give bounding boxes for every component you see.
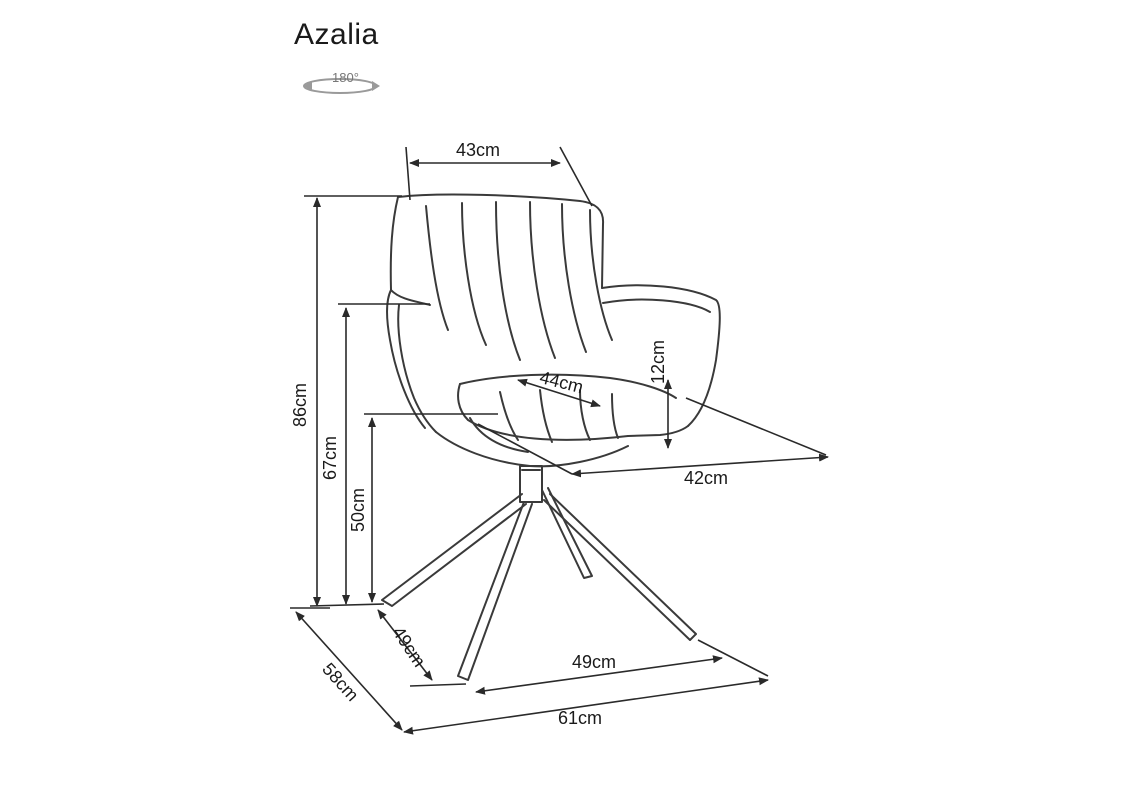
dim-line-total-depth — [295, 611, 403, 731]
rotation-label: 180° — [332, 70, 359, 85]
label-total-width: 61cm — [558, 708, 602, 728]
dim-line-total-width — [403, 677, 769, 735]
label-seat-height: 50cm — [348, 488, 368, 532]
label-armrest-height: 67cm — [320, 436, 340, 480]
label-total-height: 86cm — [290, 383, 310, 427]
label-armrest-above-seat: 12cm — [648, 340, 668, 384]
label-seat-back-width: 43cm — [456, 140, 500, 160]
rotate-360-icon — [303, 78, 380, 94]
label-seat-width: 44cm — [538, 367, 586, 397]
label-base-width: 49cm — [572, 652, 616, 672]
dim-line-seat-width — [517, 378, 601, 408]
product-title: Azalia — [294, 18, 379, 51]
dim-line-seat-depth — [571, 453, 829, 478]
label-total-depth: 58cm — [318, 659, 362, 705]
label-seat-depth: 42cm — [684, 468, 728, 488]
dimension-lines — [290, 146, 829, 735]
chair-outline — [381, 193, 721, 681]
label-base-depth: 49cm — [388, 623, 429, 671]
